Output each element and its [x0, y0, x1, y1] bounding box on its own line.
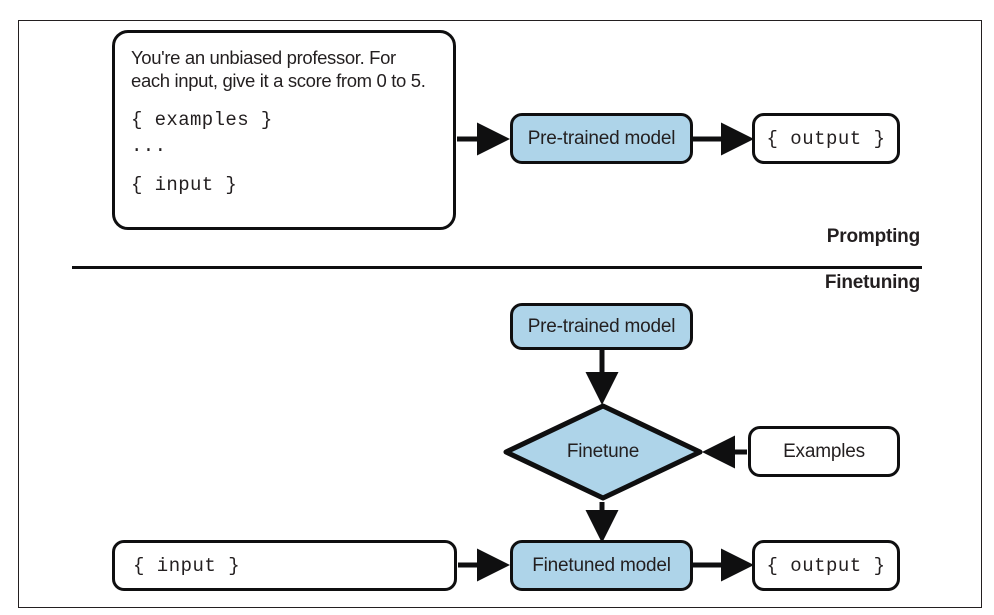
pretrained-model-box-finetuning: Pre-trained model [510, 303, 693, 350]
prompt-line-examples: { examples } [131, 109, 273, 132]
output-box-finetuning: { output } [752, 540, 900, 591]
prompt-instruction: You're an unbiased professor. For each i… [131, 47, 426, 91]
finetuned-model-label: Finetuned model [532, 554, 671, 576]
examples-label: Examples [783, 440, 865, 462]
input-box-finetuning: { input } [112, 540, 457, 591]
output-box-prompting: { output } [752, 113, 900, 164]
output-label-finetuning: { output } [766, 554, 886, 577]
prompt-text-box: You're an unbiased professor. For each i… [112, 30, 456, 230]
examples-box: Examples [748, 426, 900, 477]
finetune-diamond: Finetune [503, 403, 703, 501]
finetune-diamond-shape [503, 403, 703, 501]
pretrained-model-label-prompting: Pre-trained model [527, 127, 676, 149]
finetune-diamond-label: Finetune [566, 441, 640, 462]
section-label-prompting: Prompting [826, 226, 920, 247]
prompt-line-ellipsis: ... [131, 134, 167, 157]
pretrained-model-box-prompting: Pre-trained model [510, 113, 693, 164]
section-divider [72, 266, 922, 269]
prompt-line-input: { input } [131, 174, 238, 197]
prompt-content: You're an unbiased professor. For each i… [131, 47, 437, 199]
input-label-finetuning: { input } [133, 554, 241, 577]
pretrained-model-label-finetuning: Pre-trained model [527, 315, 676, 337]
section-label-finetuning: Finetuning [824, 272, 920, 293]
output-label-prompting: { output } [766, 127, 886, 150]
finetuned-model-box: Finetuned model [510, 540, 693, 591]
